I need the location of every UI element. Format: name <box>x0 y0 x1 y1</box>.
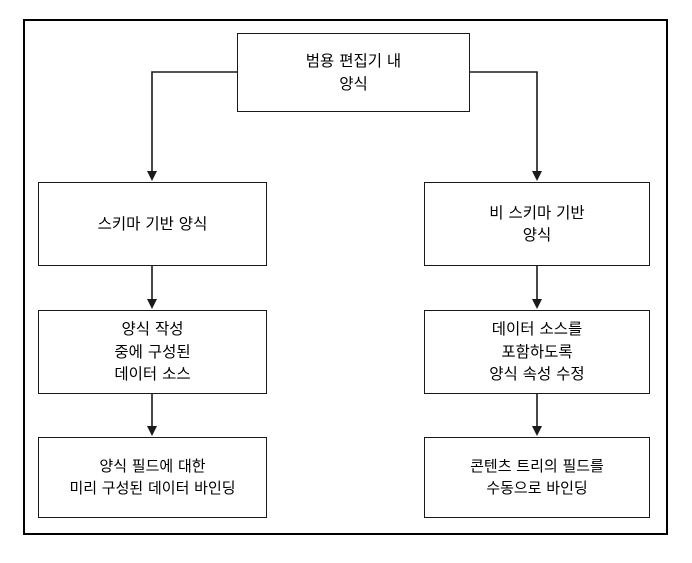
node-schema-data-source[interactable]: 양식 작성 중에 구성된 데이터 소스 <box>38 310 267 394</box>
node-schema-binding[interactable]: 양식 필드에 대한 미리 구성된 데이터 바인딩 <box>38 437 267 518</box>
node-nonschema-properties[interactable]: 데이터 소스를 포함하도록 양식 속성 수정 <box>424 310 650 394</box>
node-root-form-label: 범용 편집기 내 양식 <box>305 52 402 93</box>
diagram-outer-border <box>23 19 668 535</box>
edge-root-to-nonschema-form <box>470 71 542 181</box>
node-schema-binding-label: 양식 필드에 대한 미리 구성된 데이터 바인딩 <box>69 456 236 497</box>
node-nonschema-binding[interactable]: 콘텐츠 트리의 필드를 수동으로 바인딩 <box>424 437 650 518</box>
node-nonschema-binding-label: 콘텐츠 트리의 필드를 수동으로 바인딩 <box>470 456 604 497</box>
node-nonschema-form[interactable]: 비 스키마 기반 양식 <box>424 182 650 266</box>
node-nonschema-properties-label: 데이터 소스를 포함하도록 양식 속성 수정 <box>489 320 585 384</box>
node-root-form[interactable]: 범용 편집기 내 양식 <box>237 33 470 112</box>
node-schema-form-label: 스키마 기반 양식 <box>97 214 208 233</box>
node-schema-data-source-label: 양식 작성 중에 구성된 데이터 소스 <box>114 320 191 384</box>
node-schema-form[interactable]: 스키마 기반 양식 <box>38 182 267 266</box>
node-nonschema-form-label: 비 스키마 기반 양식 <box>489 203 585 244</box>
edge-root-to-schema-form <box>147 71 237 181</box>
